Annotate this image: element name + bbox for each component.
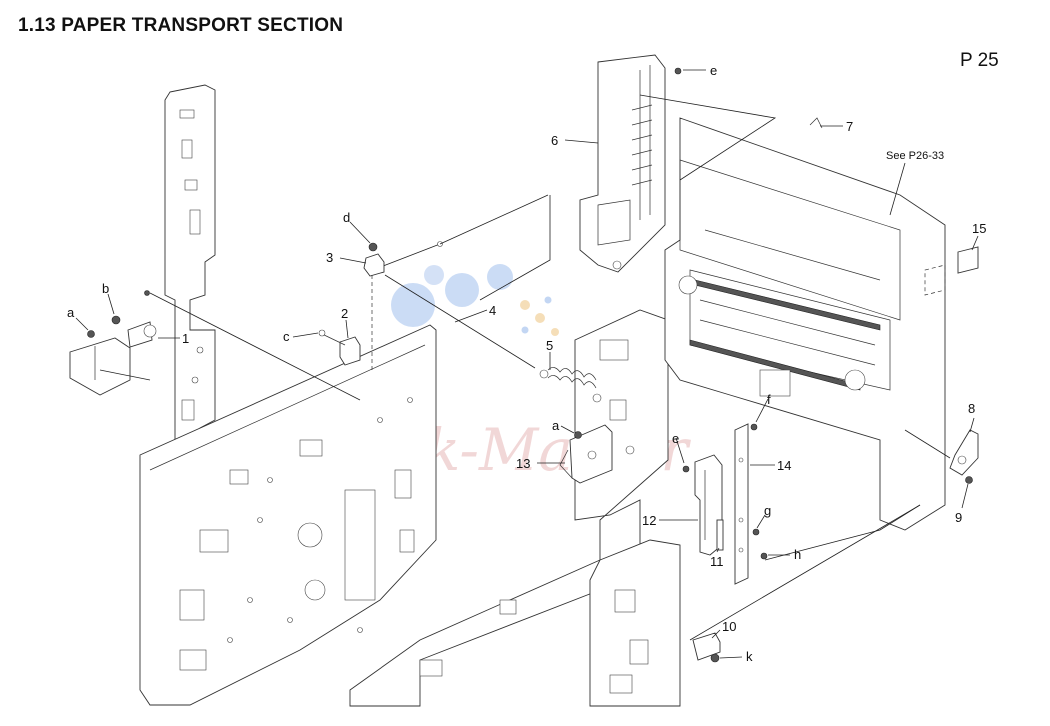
callout-14: 14: [777, 458, 791, 473]
callout-4: 4: [489, 303, 496, 318]
callout-3: 3: [326, 250, 333, 265]
reference-note: See P26-33: [886, 150, 944, 162]
page-number: P 25: [960, 50, 999, 71]
callout-12: 12: [642, 513, 656, 528]
callout-e-lower: e: [672, 431, 679, 446]
callout-5: 5: [546, 338, 553, 353]
part-13-bracket: [559, 424, 613, 484]
callout-leaders: [75, 69, 979, 659]
part-5-spring: [539, 367, 602, 403]
part-2-holder: [318, 329, 361, 366]
rear-frame-upper: [164, 84, 216, 479]
assembly-guide-lines: [99, 94, 951, 641]
part-14-guide-bracket: [734, 423, 749, 585]
callout-c: c: [283, 329, 290, 344]
callout-b: b: [102, 281, 109, 296]
callout-g: g: [764, 503, 771, 518]
part-8-lever: [949, 429, 979, 484]
part-10-bracket: [692, 632, 721, 663]
part-12-guide-plate: [694, 454, 723, 556]
callout-2: 2: [341, 306, 348, 321]
main-side-plate-left: [139, 324, 437, 706]
fastener-screws: [144, 67, 823, 560]
callout-k: k: [746, 649, 753, 664]
callout-1: 1: [182, 331, 189, 346]
callout-f: f: [767, 392, 771, 407]
part-6-guide-cover: [579, 54, 666, 273]
part-11-pin: [716, 519, 724, 551]
transport-unit-assembly: [664, 117, 946, 531]
section-title: 1.13 PAPER TRANSPORT SECTION: [18, 15, 344, 36]
callout-e-top: e: [710, 63, 717, 78]
callout-a-left: a: [67, 305, 75, 320]
callout-15: 15: [972, 221, 986, 236]
callout-7: 7: [846, 119, 853, 134]
callout-a-center: a: [552, 418, 560, 433]
part-1-shaft-assembly: [69, 315, 157, 396]
callout-h: h: [794, 547, 801, 562]
part-4-wire: [377, 243, 536, 369]
part-15-label: [957, 246, 979, 274]
callout-10: 10: [722, 619, 736, 634]
part-3-wire-holder: [363, 242, 385, 277]
main-side-plate-center: [349, 309, 669, 707]
callout-8: 8: [968, 401, 975, 416]
callout-11: 11: [710, 554, 724, 569]
callout-13: 13: [516, 456, 530, 471]
lower-frame-right: [589, 539, 681, 707]
callout-d: d: [343, 210, 350, 225]
callout-9: 9: [955, 510, 962, 525]
callout-6: 6: [551, 133, 558, 148]
